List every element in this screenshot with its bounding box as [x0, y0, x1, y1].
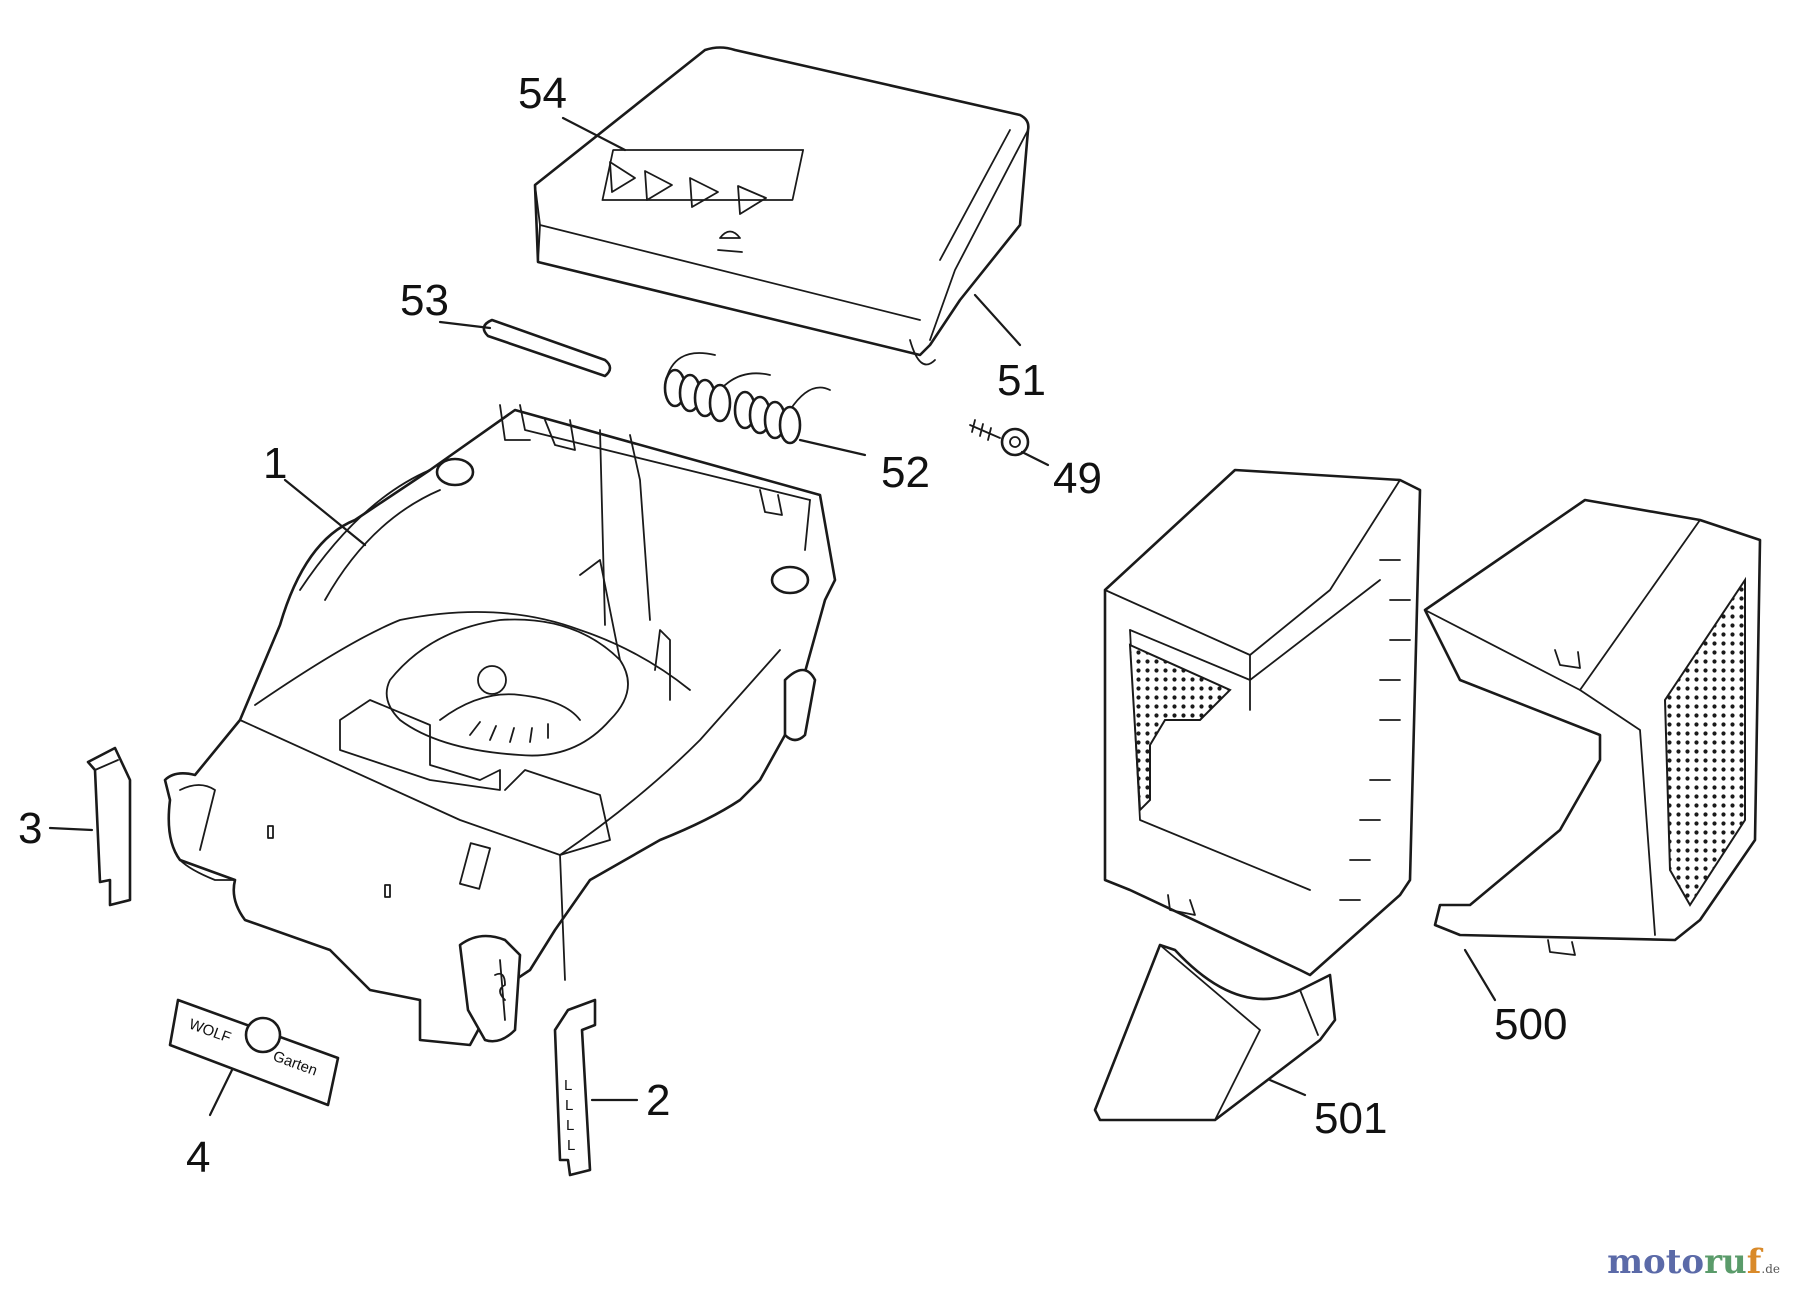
callout-4: 4 — [186, 1133, 210, 1182]
chute-flap — [1093, 943, 1337, 1122]
callout-52: 52 — [881, 448, 930, 497]
callout-2: 2 — [646, 1076, 670, 1125]
callout-501: 501 — [1314, 1094, 1387, 1143]
callout-3: 3 — [18, 804, 42, 853]
side-trim-left — [86, 746, 132, 907]
svg-text:L: L — [564, 1077, 572, 1094]
side-trim-right: L L L L — [553, 998, 597, 1177]
callout-labels: 54 53 51 52 49 1 3 2 4 500 501 — [18, 69, 1567, 1182]
callout-53: 53 — [400, 276, 449, 325]
screw — [969, 419, 1030, 457]
callout-51: 51 — [997, 356, 1046, 405]
svg-text:L: L — [566, 1117, 574, 1134]
callout-49: 49 — [1053, 454, 1102, 503]
callout-1: 1 — [263, 439, 287, 488]
logo-plate: WOLF Garten — [168, 998, 340, 1107]
torsion-springs — [663, 352, 831, 445]
watermark-logo: motoruf.de — [1607, 1242, 1780, 1282]
svg-text:L: L — [565, 1097, 573, 1114]
grass-catcher-box — [1103, 468, 1762, 977]
mower-housing — [163, 404, 837, 1047]
rear-flap-cover — [533, 46, 1030, 366]
leader-lines — [48, 116, 1497, 1117]
svg-text:L: L — [567, 1137, 575, 1154]
callout-500: 500 — [1494, 1000, 1567, 1049]
callout-54: 54 — [518, 69, 567, 118]
hinge-pin — [482, 318, 612, 378]
